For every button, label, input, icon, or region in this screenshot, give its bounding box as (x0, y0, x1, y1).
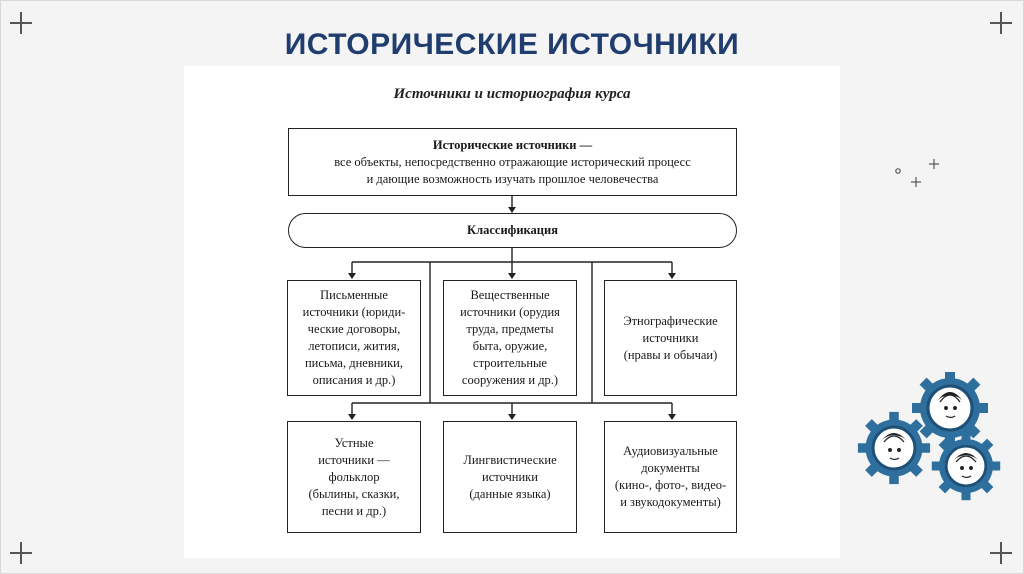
box-line: Лингвистические (463, 452, 557, 467)
box-line: Устные (334, 435, 374, 450)
oral-sources-box: Устные источники — фольклор (былины, ска… (287, 421, 421, 533)
sparkle-icon (895, 159, 939, 187)
box-line: Вещественные (470, 288, 550, 302)
corner-plus-icon (10, 12, 32, 34)
box-line: источники (юриди- (302, 305, 406, 319)
box-line: Аудиовизуальные (623, 444, 718, 458)
box-line: сооружения и др.) (461, 373, 559, 387)
root-box: Исторические источники — все объекты, не… (288, 128, 737, 196)
box-line: источники (642, 330, 699, 345)
box-line: быта, оружие, (472, 339, 548, 353)
classification-label: Классификация (467, 223, 558, 237)
diagram-caption: Источники и историография курса (393, 86, 631, 102)
box-line: труда, предметы (466, 322, 554, 336)
ethnographic-sources-box: Этнографические источники (нравы и обыча… (604, 280, 737, 396)
box-line: Этнографические (623, 313, 718, 328)
box-line: источники — (318, 452, 390, 467)
material-sources-box: Вещественные источники (орудия труда, пр… (443, 280, 577, 396)
corner-plus-icon (990, 542, 1012, 564)
box-line: письма, дневники, (304, 356, 404, 370)
box-line: ческие договоры, (307, 322, 401, 336)
box-line: (кино-, фото-, видео- (614, 478, 727, 492)
slide-title: ИСТОРИЧЕСКИЕ ИСТОЧНИКИ (284, 28, 740, 61)
root-line: все объекты, непосредственно отражающие … (334, 154, 691, 169)
corner-plus-icon (990, 12, 1012, 34)
box-line: (былины, сказки, (308, 486, 400, 501)
audiovisual-documents-box: Аудиовизуальные документы (кино-, фото-,… (604, 421, 737, 533)
box-line: и звукодокументы) (620, 495, 721, 509)
box-line: документы (641, 461, 700, 475)
diagram-connectors (348, 196, 676, 420)
gears-people-icon (856, 372, 1002, 502)
classification-pill: Классификация (288, 213, 737, 248)
written-sources-box: Письменные источники (юриди- ческие дого… (287, 280, 421, 396)
linguistic-sources-box: Лингвистические источники (данные языка) (443, 421, 577, 533)
box-line: Письменные (320, 288, 388, 302)
box-line: песни и др.) (321, 503, 387, 518)
root-line: и дающие возможность изучать прошлое чел… (366, 171, 659, 186)
box-line: описания и др.) (312, 373, 396, 387)
box-line: источники (орудия (460, 305, 560, 319)
root-heading: Исторические источники — (432, 137, 593, 152)
corner-plus-icon (10, 542, 32, 564)
box-line: фольклор (328, 469, 380, 484)
diagram-scan: Источники и историография курса (184, 66, 840, 558)
box-line: строительные (473, 356, 547, 370)
box-line: источники (482, 469, 538, 484)
box-line: летописи, жития, (308, 339, 400, 353)
box-line: (нравы и обычаи) (623, 347, 718, 362)
box-line: (данные языка) (469, 486, 551, 501)
